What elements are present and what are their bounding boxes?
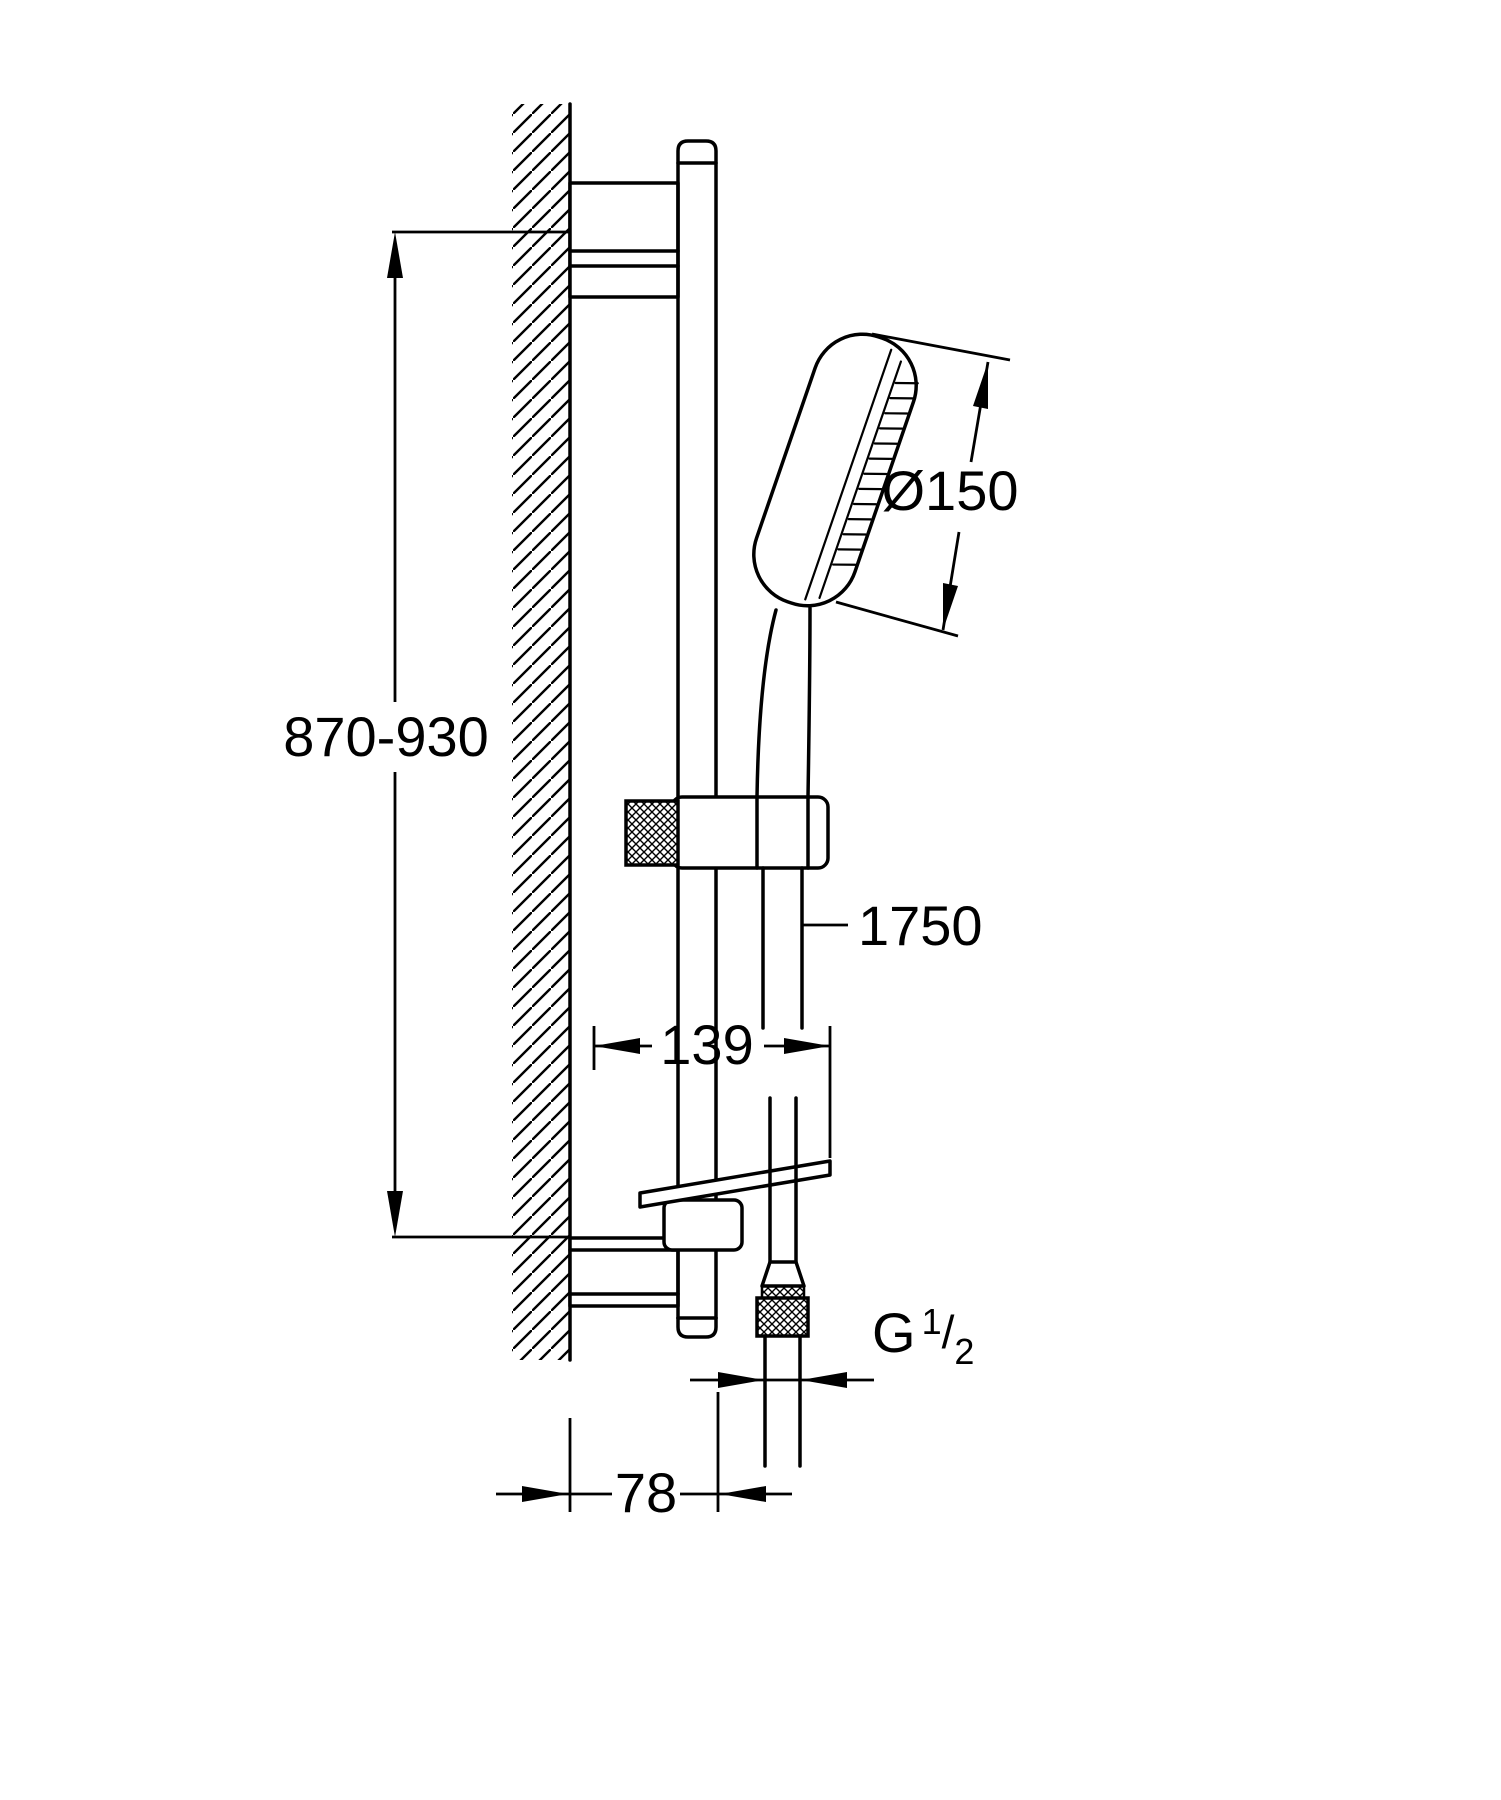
arrow-right [784,1038,830,1054]
arrow-upper [973,362,988,409]
height-range-label: 870-930 [283,705,489,768]
shower-head [752,332,919,608]
hand-shower [752,332,919,799]
wall-bracket-bottom [568,1236,680,1308]
dimension-holder-offset: 139 [592,1013,832,1158]
holder-offset-label: 139 [660,1013,753,1076]
soap-dish-tray [638,1159,832,1209]
wall-offset-label: 78 [615,1461,677,1524]
shower-handle [755,608,778,799]
wall-hatching [512,104,570,1360]
arrow-down [387,1191,403,1237]
soap-dish [638,1159,832,1252]
head-diameter-label: Ø150 [882,459,1019,522]
arrow-left [594,1038,640,1054]
arrow-inward-right [720,1486,766,1502]
arrow-up [387,232,403,278]
shower-hose [755,866,810,1468]
holder-knurled-knob [624,799,680,867]
arrow-inward-left [718,1372,764,1388]
arrow-lower [943,583,958,630]
holder-body [670,795,830,870]
arrow-inward-right [801,1372,847,1388]
soap-dish-clamp [662,1198,744,1252]
dimension-hose-length: 1750 [802,894,983,957]
hose-knurled-nut [755,1296,810,1338]
dimension-wall-offset: 78 [496,1392,792,1524]
dimension-height-range: 870-930 [283,230,570,1239]
hose-cone [760,1260,806,1288]
arrow-inward-left [522,1486,568,1502]
hose-collar [760,1284,806,1300]
spray-face-texture [832,381,919,566]
wall-bracket-top [568,181,680,299]
dimension-head-diameter: Ø150 [835,332,1019,638]
hose-length-label: 1750 [858,894,983,957]
wall [512,102,572,1362]
shower-rail [676,139,718,1339]
slider-holder [624,795,830,870]
